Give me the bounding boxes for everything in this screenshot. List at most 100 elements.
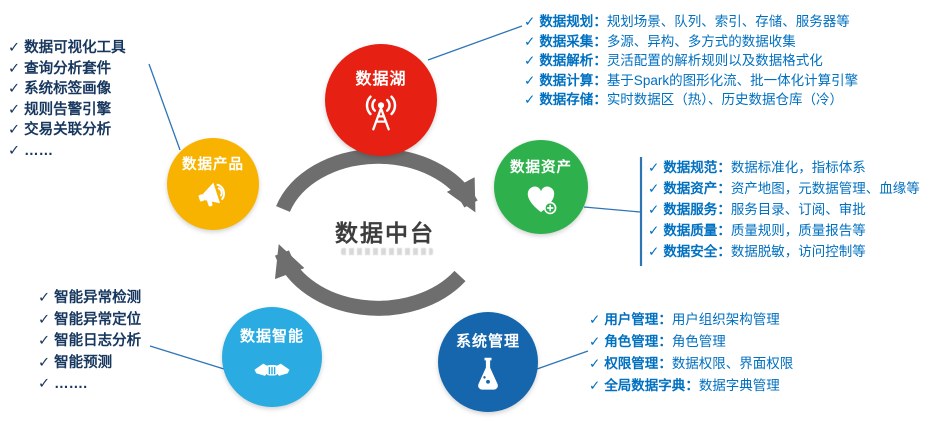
list-item: ✓数据解析：灵活配置的解析规则以及数据格式化 xyxy=(524,51,858,71)
check-icon: ✓ xyxy=(8,81,21,97)
handshake-icon xyxy=(254,363,290,376)
item-colon: ： xyxy=(658,312,672,327)
check-icon: ✓ xyxy=(38,354,51,371)
check-icon: ✓ xyxy=(648,244,660,259)
list-item: ✓数据可视化工具 xyxy=(8,38,126,59)
item-desc: 数据标准化，指标体系 xyxy=(730,160,866,175)
item-term: …… xyxy=(24,142,54,159)
list-item: ✓交易关联分析 xyxy=(8,120,126,141)
check-icon: ✓ xyxy=(589,378,601,393)
list-item: ✓系统标签画像 xyxy=(8,79,126,100)
list-data-assets: ✓数据规范：数据标准化，指标体系 ✓数据资产：资产地图，元数据管理、血缘等 ✓数… xyxy=(648,157,920,262)
item-desc: 用户组织架构管理 xyxy=(671,312,780,327)
heart-plus-icon xyxy=(527,186,557,215)
check-icon: ✓ xyxy=(648,223,660,238)
flask-icon xyxy=(478,357,498,390)
node-data-products-label: 数据产品 xyxy=(182,157,244,173)
node-data-lake-label: 数据湖 xyxy=(355,70,407,88)
list-item: ✓智能预测 xyxy=(38,353,141,375)
list-item: ✓智能日志分析 xyxy=(38,331,141,353)
item-desc: 多源、异构、多方式的数据收集 xyxy=(606,33,796,49)
item-desc: 服务目录、订阅、审批 xyxy=(730,202,866,217)
list-system-management: ✓用户管理：用户组织架构管理 ✓角色管理：角色管理 ✓权限管理：数据权限、界面权… xyxy=(589,309,793,397)
item-colon: ： xyxy=(593,72,607,88)
check-icon: ✓ xyxy=(8,101,21,118)
item-term: 交易关联分析 xyxy=(24,122,112,138)
item-desc: 质量规则，质量报告等 xyxy=(730,223,866,238)
list-data-lake: ✓数据规划：规划场景、队列、索引、存储、服务器等 ✓数据采集：多源、异构、多方式… xyxy=(524,12,858,110)
item-desc: 数据脱敏，访问控制等 xyxy=(730,244,866,259)
check-icon: ✓ xyxy=(8,142,21,159)
list-item: ✓数据计算：基于Spark的图形化流、批一体化计算引擎 xyxy=(524,71,858,91)
list-item: ✓……. xyxy=(38,374,141,396)
item-term: 数据计算 xyxy=(539,72,594,88)
list-item: ✓智能异常定位 xyxy=(38,310,141,332)
check-icon: ✓ xyxy=(8,40,21,56)
list-item: ✓智能异常检测 xyxy=(38,288,141,310)
list-data-intelligence: ✓智能异常检测 ✓智能异常定位 ✓智能日志分析 ✓智能预测 ✓……. xyxy=(38,288,141,396)
check-icon: ✓ xyxy=(648,181,660,196)
item-colon: ： xyxy=(717,223,731,238)
list-item: ✓数据资产：资产地图，元数据管理、血缘等 xyxy=(648,178,920,199)
list-item: ✓…… xyxy=(8,141,126,162)
item-term: 数据资产 xyxy=(663,181,718,196)
list-item: ✓数据存储：实时数据区（热）、历史数据仓库（冷） xyxy=(524,90,858,110)
list-item: ✓用户管理：用户组织架构管理 xyxy=(589,309,793,331)
item-term: 智能预测 xyxy=(54,354,113,371)
item-desc: 灵活配置的解析规则以及数据格式化 xyxy=(606,53,823,68)
item-term: 数据规范 xyxy=(663,160,718,175)
check-icon: ✓ xyxy=(589,334,601,349)
item-colon: ： xyxy=(717,181,731,196)
item-term: 数据安全 xyxy=(663,244,718,259)
check-icon: ✓ xyxy=(524,14,536,29)
node-data-assets: 数据资产 xyxy=(494,140,588,234)
megaphone-icon xyxy=(198,182,225,207)
list-item: ✓数据规划：规划场景、队列、索引、存储、服务器等 xyxy=(524,12,858,32)
check-icon: ✓ xyxy=(524,92,536,107)
list-item: ✓查询分析套件 xyxy=(8,59,126,80)
item-colon: ： xyxy=(593,14,607,29)
item-term: 智能日志分析 xyxy=(54,333,142,349)
item-term: 智能异常检测 xyxy=(54,290,142,306)
item-desc: 数据字典管理 xyxy=(698,378,780,393)
item-colon: ： xyxy=(658,334,672,349)
node-data-lake: 数据湖 xyxy=(325,44,437,156)
item-term: 数据存储 xyxy=(539,92,594,107)
item-term: 数据解析 xyxy=(539,53,594,68)
check-icon: ✓ xyxy=(8,122,21,138)
broadcast-tower-icon xyxy=(365,94,397,130)
center-title: 数据中台 xyxy=(335,220,435,246)
check-icon: ✓ xyxy=(648,202,660,217)
item-colon: ： xyxy=(717,202,731,217)
item-term: 数据采集 xyxy=(539,33,594,49)
list-item: ✓权限管理：数据权限、界面权限 xyxy=(589,353,793,375)
item-colon: ： xyxy=(593,53,607,68)
check-icon: ✓ xyxy=(38,333,51,349)
check-icon: ✓ xyxy=(38,311,51,328)
list-item: ✓数据采集：多源、异构、多方式的数据收集 xyxy=(524,32,858,52)
check-icon: ✓ xyxy=(524,72,536,88)
node-data-products: 数据产品 xyxy=(167,138,259,230)
node-system-management: 系统管理 xyxy=(438,312,538,412)
item-term: 权限管理 xyxy=(604,356,659,371)
item-term: 数据规划 xyxy=(539,14,594,29)
node-data-intelligence-label: 数据智能 xyxy=(239,328,304,345)
item-desc: 实时数据区（热）、历史数据仓库（冷） xyxy=(606,92,844,107)
check-icon: ✓ xyxy=(524,33,536,49)
item-term: 全局数据字典 xyxy=(604,378,686,393)
cycle-arrow-icon xyxy=(274,148,478,316)
node-system-management-label: 系统管理 xyxy=(455,333,520,350)
list-item: ✓数据服务：服务目录、订阅、审批 xyxy=(648,199,920,220)
check-icon: ✓ xyxy=(38,290,51,306)
item-term: 规则告警引擎 xyxy=(24,101,112,118)
item-desc: 资产地图，元数据管理、血缘等 xyxy=(730,181,920,196)
node-data-intelligence: 数据智能 xyxy=(222,307,322,407)
item-term: 数据服务 xyxy=(663,202,718,217)
item-colon: ： xyxy=(593,33,607,49)
item-term: 数据质量 xyxy=(663,223,718,238)
item-colon: ： xyxy=(593,92,607,107)
list-item: ✓规则告警引擎 xyxy=(8,100,126,121)
item-colon: ： xyxy=(717,244,731,259)
